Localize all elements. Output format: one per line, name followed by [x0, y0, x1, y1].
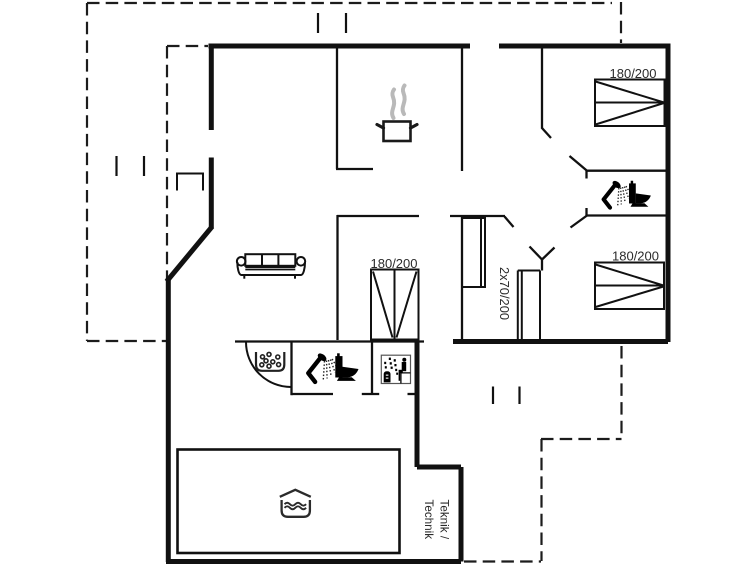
svg-text:Technik: Technik — [422, 500, 435, 540]
svg-text:Teknik /: Teknik / — [438, 500, 451, 540]
svg-text:180/200: 180/200 — [610, 66, 657, 81]
svg-text:180/200: 180/200 — [371, 256, 418, 271]
svg-text:2x70/200: 2x70/200 — [497, 267, 512, 320]
svg-text:180/200: 180/200 — [612, 249, 659, 264]
